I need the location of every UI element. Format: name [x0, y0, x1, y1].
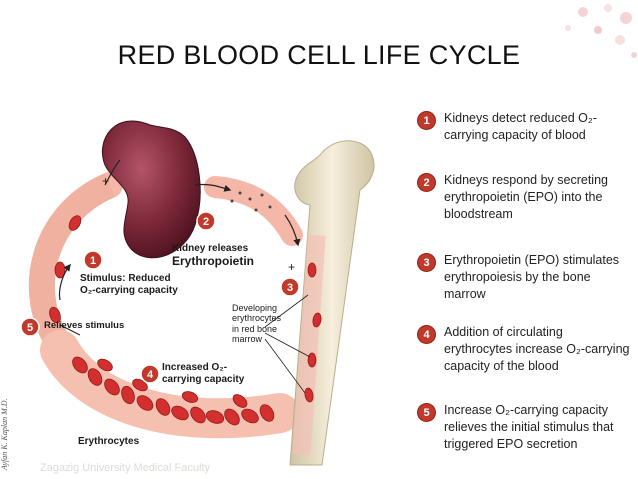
author-credit: Ayfan K. Kaplan M.D.	[0, 398, 9, 470]
stimulus-label: Stimulus: Reduced O₂-carrying capacity	[80, 273, 178, 296]
step-text: Erythropoietin (EPO) stimulates erythrop…	[444, 253, 620, 301]
kidney-releases-label: Kidney releases Erythropoietin	[172, 243, 255, 268]
step-number: 4	[418, 326, 435, 343]
step-text: Kidneys detect reduced O₂-carrying capac…	[444, 111, 597, 142]
rbc	[190, 406, 206, 424]
rbc	[171, 405, 189, 421]
rbc	[121, 385, 135, 405]
step-number: 3	[418, 254, 435, 271]
rbc	[241, 408, 259, 424]
rbc	[87, 368, 103, 386]
relieves-stimulus-label: Relieves stimulus	[44, 320, 125, 331]
rbc	[155, 398, 171, 416]
svg-text:3: 3	[287, 282, 293, 294]
kidney-shape	[101, 120, 201, 259]
svg-text:1: 1	[90, 255, 96, 267]
developing-erythrocytes-label: Developing erythrocytes in red bone marr…	[232, 303, 282, 345]
step-2: 2 Kidneys respond by secreting erythropo…	[418, 172, 634, 223]
step-text: Addition of circulating erythrocytes inc…	[444, 325, 630, 373]
marker-2: 2	[196, 211, 216, 231]
rbc	[68, 215, 82, 231]
vessel-top	[204, 176, 303, 246]
step-3: 3 Erythropoietin (EPO) stimulates erythr…	[418, 252, 634, 303]
rbc	[136, 395, 154, 411]
svg-text:5: 5	[27, 322, 33, 334]
watermark: Zagazig University Medical Faculty	[40, 462, 210, 474]
plus-sign: +	[102, 174, 109, 188]
page-title: RED BLOOD CELL LIFE CYCLE	[117, 40, 521, 70]
svg-text:4: 4	[147, 369, 154, 381]
rbc	[232, 394, 248, 408]
rbc	[72, 356, 88, 374]
rbc	[312, 312, 322, 328]
rbc	[132, 378, 148, 392]
rbc	[259, 404, 275, 422]
rbc	[104, 378, 120, 396]
rbc	[304, 387, 314, 403]
plus-sign: +	[288, 260, 295, 274]
marker-1: 1	[83, 250, 103, 270]
decorative-dots	[565, 4, 637, 58]
step-text: Increase O₂-carrying capacity relieves t…	[444, 403, 614, 451]
vessel-left	[28, 172, 123, 358]
svg-text:2: 2	[203, 216, 209, 228]
marker-5: 5	[20, 317, 40, 337]
rbc	[49, 306, 61, 324]
step-1: 1 Kidneys detect reduced O₂-carrying cap…	[418, 110, 634, 144]
erythrocytes-label: Erythrocytes	[78, 436, 140, 447]
step-text: Kidneys respond by secreting erythropoie…	[444, 173, 608, 221]
rbc	[181, 391, 199, 403]
rbc	[97, 358, 113, 372]
step-number: 5	[418, 404, 435, 421]
step-number: 2	[418, 174, 435, 191]
rbc-cycle-diagram: 1 2 3 4 5 + +	[20, 120, 375, 466]
marker-4: 4	[140, 364, 160, 384]
rbc	[224, 408, 240, 426]
rbc	[205, 410, 225, 424]
step-4: 4 Addition of circulating erythrocytes i…	[418, 324, 634, 375]
increased-capacity-label: Increased O₂- carrying capacity	[162, 362, 245, 385]
step-5: 5 Increase O₂-carrying capacity relieves…	[418, 402, 634, 453]
rbc	[307, 262, 317, 278]
step-number: 1	[418, 112, 435, 129]
marker-3: 3	[280, 277, 300, 297]
rbc	[307, 352, 317, 368]
